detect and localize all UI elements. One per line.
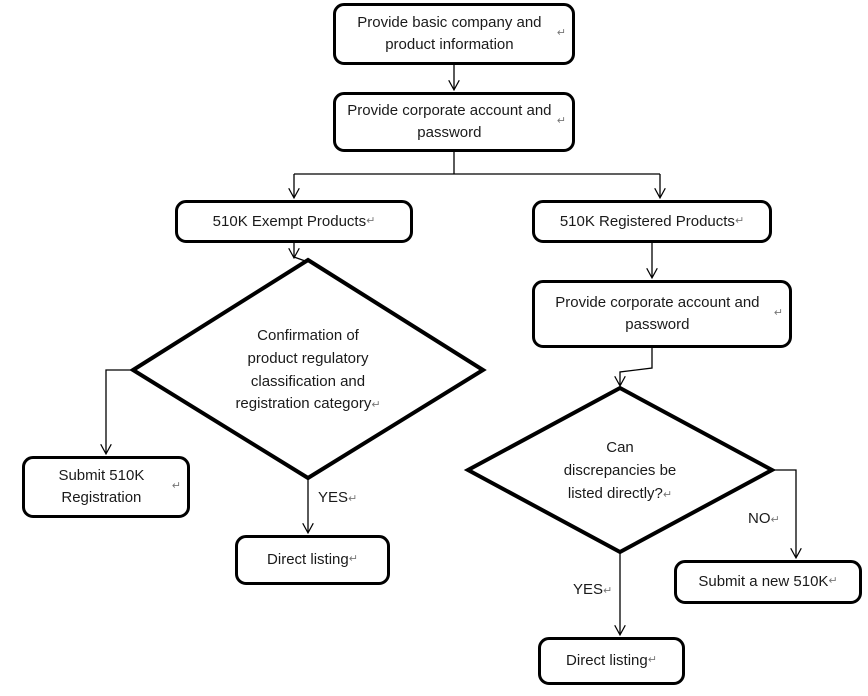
return-mark: ↵ bbox=[348, 493, 358, 505]
return-mark: ↵ bbox=[828, 575, 838, 588]
node-direct-listing-left[interactable]: Direct listing↵ bbox=[235, 535, 390, 585]
return-mark: ↵ bbox=[366, 214, 376, 227]
node-submit-510k-registration[interactable]: Submit 510K Registration ↵ bbox=[22, 456, 190, 518]
edge-candecide-no-to-newsubmit bbox=[772, 469, 796, 557]
return-mark: ↵ bbox=[770, 514, 780, 526]
return-mark: ↵ bbox=[647, 654, 657, 667]
edge-label-yes-bottom-text: YES bbox=[573, 581, 604, 598]
node-submit-new-510k-label: Submit a new 510K bbox=[698, 573, 829, 591]
edge-label-no-right-text: NO bbox=[748, 510, 771, 527]
node-provide-basic-info-label: Provide basic company and product inform… bbox=[357, 14, 542, 53]
return-mark: ↵ bbox=[734, 214, 745, 227]
return-mark: ↵ bbox=[603, 585, 613, 597]
node-direct-listing-bottom-label: Direct listing bbox=[566, 652, 648, 670]
return-mark: ↵ bbox=[556, 115, 566, 128]
decision-confirm-classification-shape bbox=[129, 257, 487, 481]
node-registered-products[interactable]: 510K Registered Products↵ bbox=[532, 200, 772, 243]
node-provide-account-2[interactable]: Provide corporate account and password ↵ bbox=[532, 280, 792, 348]
edge-label-no-right: NO↵ bbox=[748, 510, 780, 527]
decision-can-list-directly-shape bbox=[463, 385, 777, 555]
return-mark: ↵ bbox=[348, 553, 358, 566]
return-mark: ↵ bbox=[171, 480, 181, 493]
node-provide-account-1[interactable]: Provide corporate account and password ↵ bbox=[333, 92, 575, 152]
node-provide-account-2-label: Provide corporate account and password bbox=[555, 294, 760, 333]
edge-label-yes-left: YES↵ bbox=[318, 489, 357, 506]
node-submit-510k-registration-label: Submit 510K Registration bbox=[58, 467, 145, 506]
edge-exempt-to-confirm-tip bbox=[293, 256, 309, 263]
node-registered-products-label: 510K Registered Products bbox=[559, 212, 735, 230]
node-provide-basic-info[interactable]: Provide basic company and product inform… bbox=[333, 3, 575, 65]
edge-account2-to-candecide bbox=[620, 348, 653, 385]
edge-label-yes-bottom: YES↵ bbox=[573, 581, 612, 598]
edge-label-yes-left-text: YES bbox=[318, 489, 349, 506]
return-mark: ↵ bbox=[556, 27, 566, 40]
node-provide-account-1-label: Provide corporate account and password bbox=[347, 102, 552, 141]
node-direct-listing-bottom[interactable]: Direct listing↵ bbox=[538, 637, 685, 685]
node-exempt-products-label: 510K Exempt Products bbox=[212, 212, 367, 230]
node-exempt-products[interactable]: 510K Exempt Products↵ bbox=[175, 200, 413, 243]
node-direct-listing-left-label: Direct listing bbox=[267, 551, 349, 569]
edge-confirm-to-submit510k bbox=[106, 369, 133, 453]
return-mark: ↵ bbox=[773, 307, 783, 320]
node-submit-new-510k[interactable]: Submit a new 510K↵ bbox=[674, 560, 862, 604]
